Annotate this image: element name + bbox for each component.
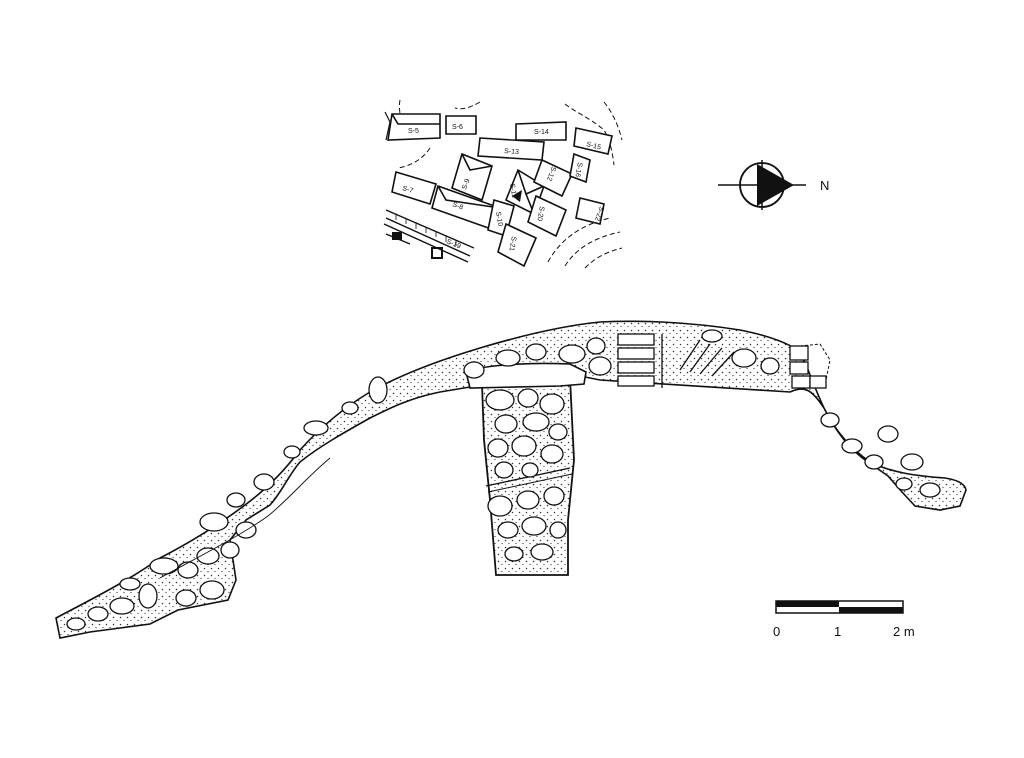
structure-s6 (445, 115, 477, 135)
label-s9: S-9 (461, 178, 471, 191)
label-s16: S-16 (573, 162, 582, 178)
upper-masonry (617, 333, 827, 389)
scale-tick-0: 0 (773, 624, 780, 639)
structure-s14 (515, 121, 567, 141)
inset-marker-b (431, 247, 443, 259)
label-s13: S-13 (504, 148, 519, 156)
north-arrow-icon (757, 164, 794, 206)
label-s5: S-5 (408, 128, 419, 135)
mound-stones (66, 329, 941, 631)
structure-s20 (527, 194, 568, 238)
structure-s5 (387, 113, 441, 141)
north-arrow: N (718, 160, 829, 210)
inset-site-map: S-5 S-6 S-14 S-15 S-13 S-7 S-8 S-9 S-11 … (383, 99, 623, 269)
structure-s7 (391, 170, 437, 206)
inset-buildings (387, 113, 613, 268)
structure-s19 (383, 209, 475, 263)
inset-arrow-icon (512, 190, 522, 202)
structure-s9 (451, 152, 493, 202)
structure-s22 (575, 197, 605, 225)
label-s7: S-7 (401, 185, 414, 195)
scale-tick-2: 2 m (893, 624, 915, 639)
structure-s12 (533, 158, 574, 198)
label-s22: S-22 (593, 205, 605, 221)
label-s6: S-6 (452, 124, 463, 131)
scale-bar: 0 1 2 m (773, 600, 915, 639)
structure-s21 (497, 222, 538, 268)
label-s21: S-21 (507, 236, 516, 252)
label-s10: S-10 (494, 211, 503, 227)
north-label: N (820, 178, 829, 193)
label-s12: S-12 (545, 165, 557, 181)
scale-tick-1: 1 (834, 624, 841, 639)
structure-s16 (569, 152, 591, 184)
pillar-stones (485, 388, 568, 562)
stone-section-profile (55, 320, 967, 639)
structure-s15 (573, 127, 613, 155)
inset-contours (397, 99, 623, 269)
label-s20: S-20 (535, 206, 544, 222)
label-s11: S-11 (508, 183, 517, 198)
inset-marker-a (392, 232, 402, 240)
label-s15: S-15 (586, 141, 602, 151)
inset-fence-ticks (395, 214, 457, 246)
label-s14: S-14 (534, 129, 549, 136)
label-s8: S-8 (451, 201, 464, 211)
